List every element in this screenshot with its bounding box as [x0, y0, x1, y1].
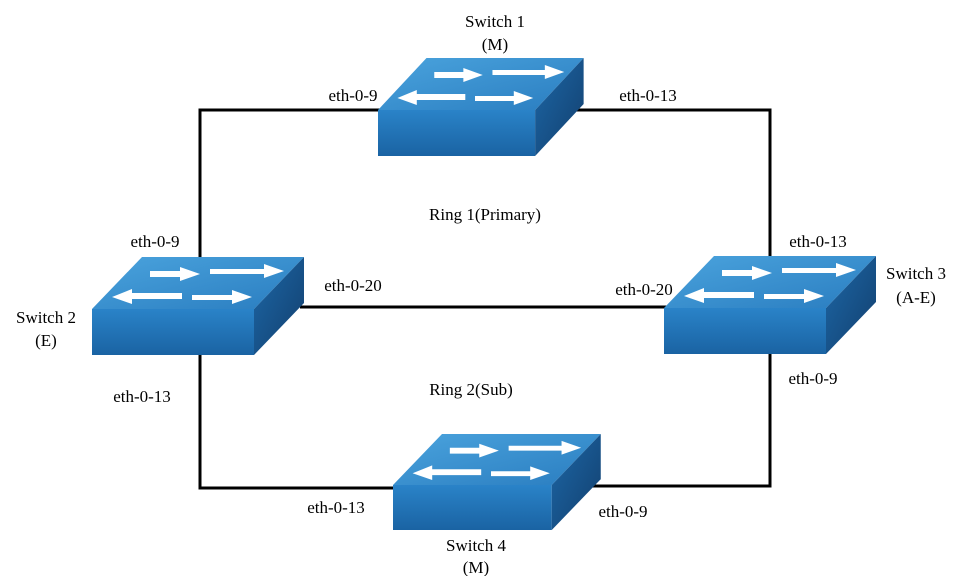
switch-3-role: (A-E) — [896, 288, 936, 307]
ring-links — [198, 108, 772, 490]
port-sw3-bottom: eth-0-9 — [788, 369, 837, 388]
switch-2-role: (E) — [35, 331, 57, 350]
link-sw1-sw3 — [560, 108, 772, 260]
switch-4-name: Switch 4 — [446, 536, 506, 555]
switch-2-icon — [92, 257, 304, 355]
port-sw2-right: eth-0-20 — [324, 276, 382, 295]
port-sw3-top: eth-0-13 — [789, 232, 847, 251]
port-sw4-right: eth-0-9 — [598, 502, 647, 521]
port-sw3-left: eth-0-20 — [615, 280, 673, 299]
switch-3-icon — [664, 256, 876, 354]
ring-2-label: Ring 2(Sub) — [429, 380, 513, 399]
switch-2-name: Switch 2 — [16, 308, 76, 327]
ring-1-label: Ring 1(Primary) — [429, 205, 541, 224]
switch-4-icon — [393, 434, 601, 531]
switch-1-icon — [378, 58, 584, 156]
port-sw1-left: eth-0-9 — [328, 86, 377, 105]
port-sw4-left: eth-0-13 — [307, 498, 365, 517]
switch-3-name: Switch 3 — [886, 264, 946, 283]
link-sw3-sw4 — [560, 352, 772, 488]
port-sw2-bottom: eth-0-13 — [113, 387, 171, 406]
port-sw2-top: eth-0-9 — [130, 232, 179, 251]
link-sw2-sw4 — [198, 352, 395, 490]
switch-1-role: (M) — [482, 35, 508, 54]
port-sw1-right: eth-0-13 — [619, 86, 677, 105]
switch-1-name: Switch 1 — [465, 12, 525, 31]
switch-4-role: (M) — [463, 558, 489, 576]
link-sw1-sw2 — [198, 108, 385, 262]
